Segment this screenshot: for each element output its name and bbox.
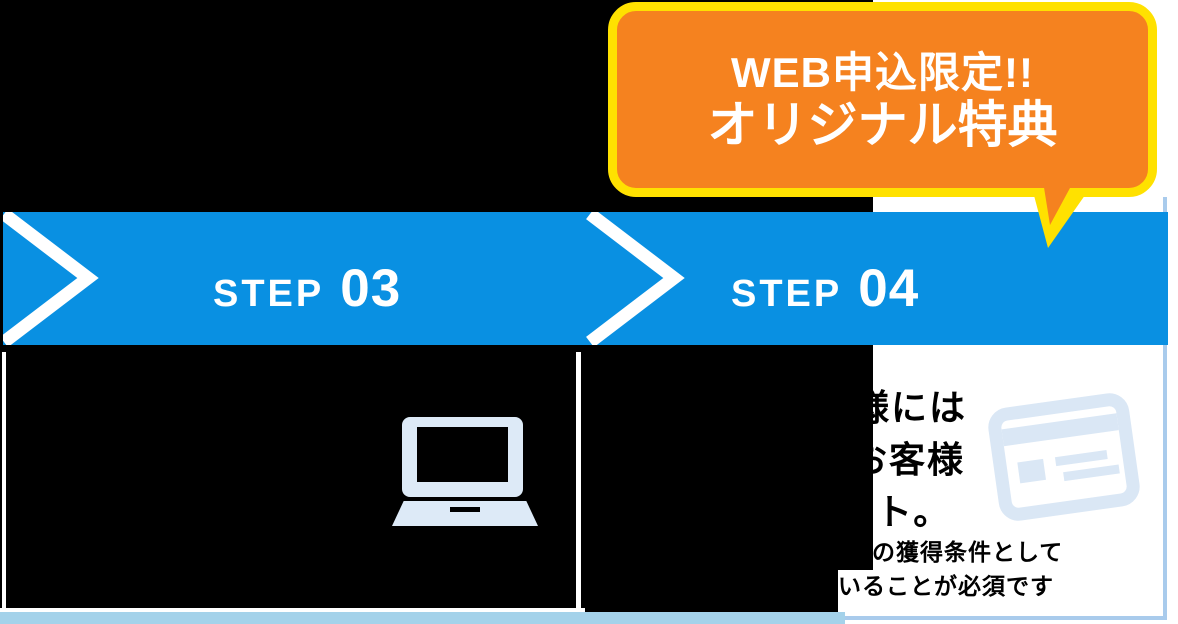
- bottom-border-line: [0, 608, 585, 612]
- panel-note-line-2: いることが必須です: [838, 573, 1054, 599]
- chevron-right-icon: [3, 212, 685, 345]
- bubble-line-2: オリジナル特典: [707, 96, 1058, 153]
- credit-card-chip: [1017, 458, 1046, 484]
- step-band: [3, 212, 1168, 345]
- step-04-label: STEP: [731, 273, 843, 315]
- laptop-screen-inner: [417, 427, 508, 482]
- left-border-line: [2, 352, 6, 610]
- bottom-blue-strip: [0, 612, 845, 624]
- panel-note-line-1: の獲得条件として: [872, 539, 1064, 565]
- chevron-right-icon: [3, 212, 99, 345]
- chevron-right-icon: [586, 212, 685, 345]
- laptop-icon: [392, 415, 538, 527]
- bubble-tail-inner: [1042, 175, 1077, 225]
- step-04: STEP 04: [731, 262, 919, 315]
- panel-border-bottom: [845, 616, 1167, 620]
- panel-text-line-3: ト。: [876, 491, 952, 532]
- black-mask-bottom: [0, 570, 838, 612]
- vertical-divider: [576, 352, 581, 610]
- step-03-number: 03: [340, 259, 402, 318]
- laptop-screen: [402, 417, 523, 497]
- speech-bubble-tail: [1032, 175, 1090, 248]
- bubble-line-1: WEB申込限定!!: [731, 48, 1034, 96]
- laptop-notch: [450, 507, 480, 512]
- panel-border-right: [1163, 197, 1167, 619]
- step-03: STEP 03: [213, 262, 401, 315]
- laptop-base: [392, 501, 538, 526]
- step-03-label: STEP: [213, 273, 325, 315]
- promo-speech-bubble: WEB申込限定!! オリジナル特典: [608, 2, 1157, 197]
- step-04-number: 04: [858, 259, 920, 318]
- credit-card-icon: [985, 390, 1143, 524]
